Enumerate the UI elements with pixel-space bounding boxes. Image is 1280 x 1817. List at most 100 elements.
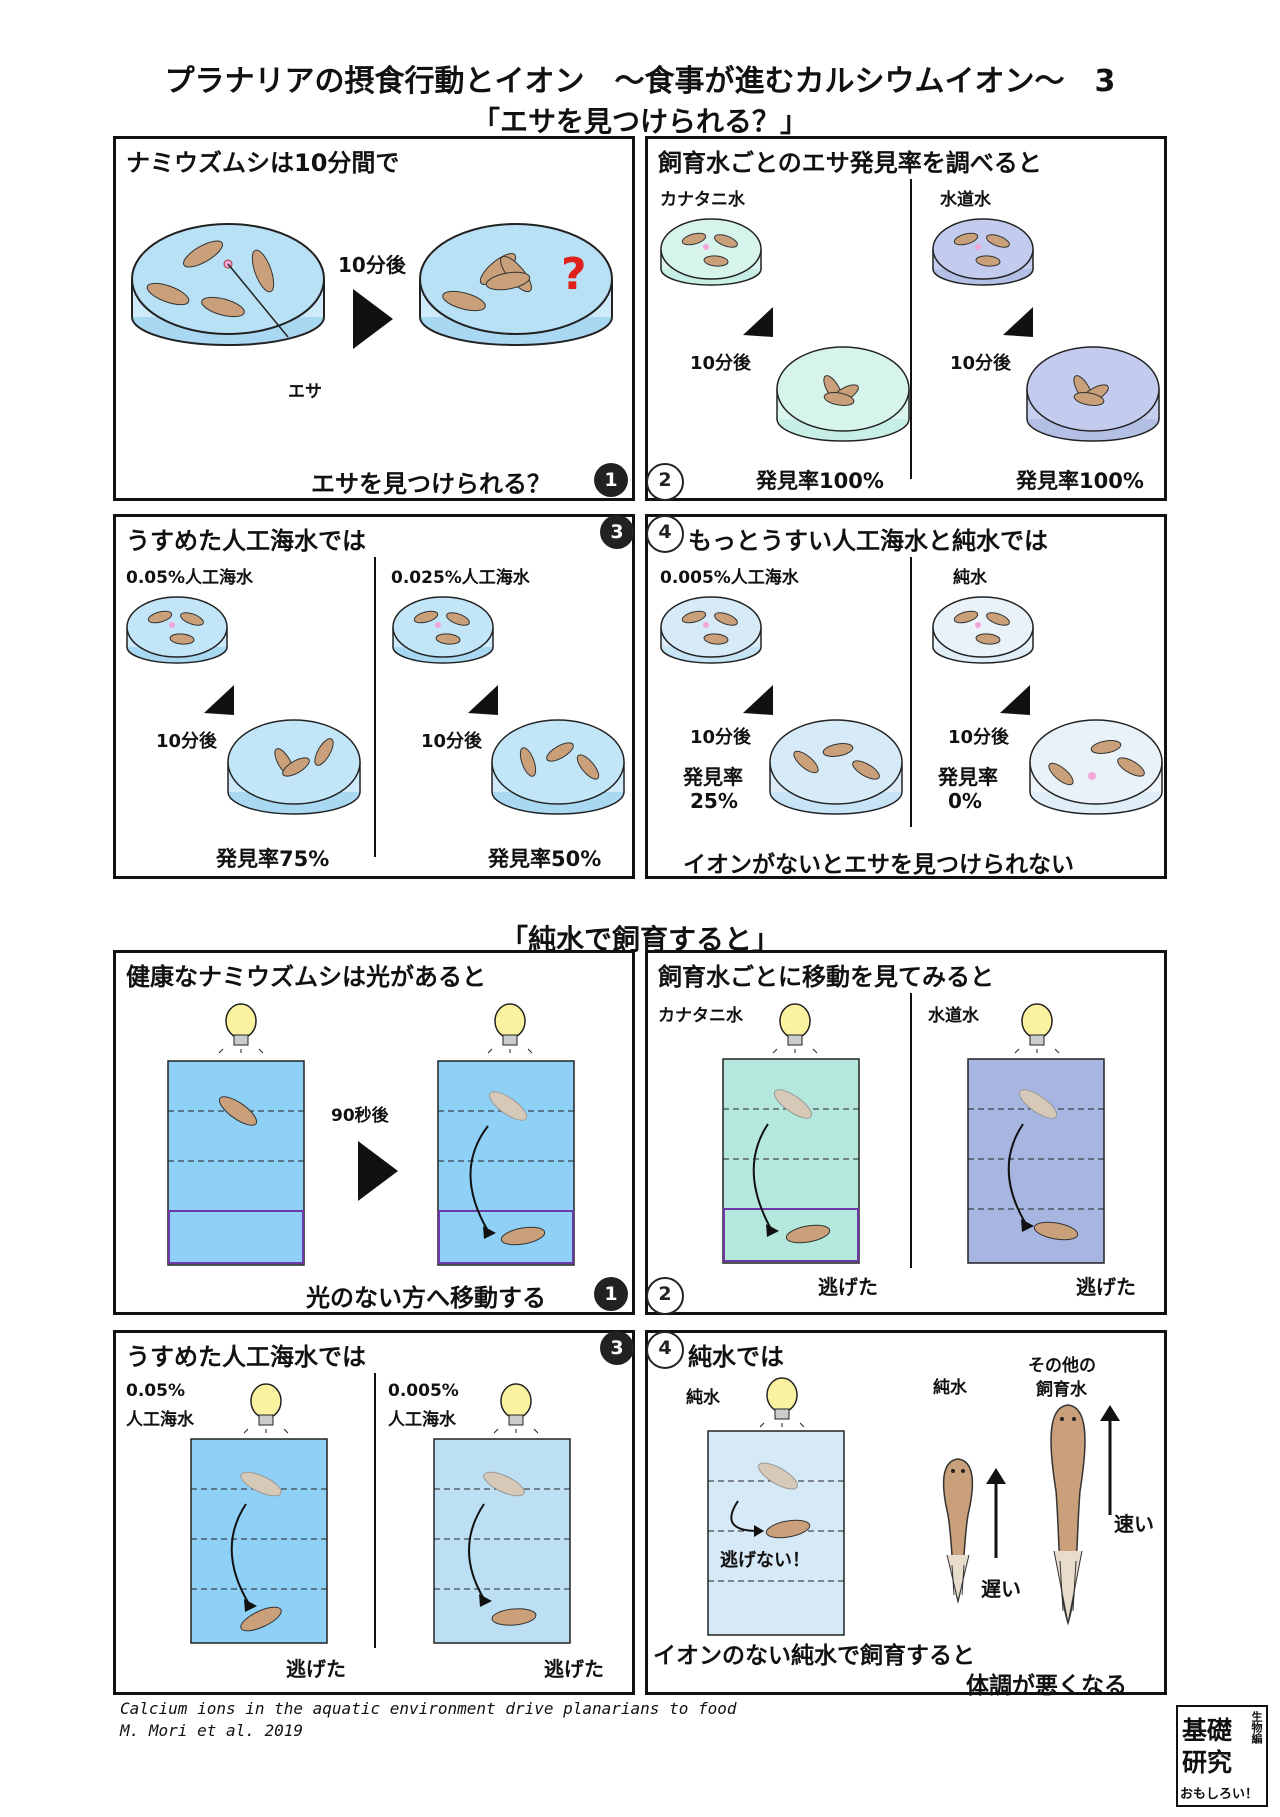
tank-pure-water [707,1430,845,1636]
lightbulb-icon [243,1383,289,1434]
lightbulb-icon [487,1003,533,1054]
large-dish-right [1026,346,1160,442]
result-left: 逃げた [818,1275,878,1299]
fast-label: 速い [1114,1512,1154,1536]
dish-before [131,223,325,346]
arrow-right-icon [353,289,393,349]
tank-left [722,1058,860,1264]
panel-number: 4 [646,1331,684,1369]
arrow-left-icon [468,685,498,715]
worm-fast [1050,1404,1086,1626]
result-right: 逃げた [1076,1275,1136,1299]
lightbulb-icon [493,1383,539,1434]
panel-header: 飼育水ごとに移動を見てみると [658,963,994,991]
panel-header: 飼育水ごとのエサ発見率を調べると [658,149,1042,177]
fast-water-label-2: 飼育水 [1036,1380,1087,1400]
water-label-right-2: 人工海水 [388,1410,456,1430]
dish-after [419,223,613,346]
panel-find-rate-water: 飼育水ごとのエサ発見率を調べると 2 カナタニ水 10分後 発見率100% 水道… [645,136,1167,501]
water-label-left: 純水 [686,1388,720,1408]
water-label-left-2: 人工海水 [126,1410,194,1430]
small-dish-right [932,218,1034,286]
logo-line-2: 研究 [1182,1748,1233,1777]
water-label-left: カナタニ水 [660,190,745,210]
panel-caption-2: 体調が悪くなる [966,1673,1127,1699]
panel-number: 3 [600,1331,634,1365]
water-label-right-1: 0.005% [388,1381,459,1401]
time-label-left: 10分後 [156,731,218,752]
tank-right [433,1438,571,1644]
tank-left [190,1438,328,1644]
panel-light-avoidance: 健康なナミウズムシは光があると 90秒後 光のない方へ移動する 1 [113,950,635,1315]
panel-pure-water-food: 4 もっとうすい人工海水と純水では 0.005%人工海水 10分後 発見率 25… [645,514,1167,879]
panel-diluted-seawater: うすめた人工海水では 3 0.05%人工海水 10分後 発見率75% 0.025… [113,514,635,879]
time-label-right: 10分後 [421,731,483,752]
water-label-left-1: 0.05% [126,1381,185,1401]
tank-right [967,1058,1105,1264]
small-dish-left [660,596,762,664]
large-dish-left [776,346,910,442]
panel-number: 4 [646,515,684,553]
rate-right: 発見率100% [1016,469,1144,493]
panel-movement-water: 飼育水ごとに移動を見てみると 2 カナタニ水 逃げた 水道水 逃げた [645,950,1167,1315]
arrow-up-icon [1100,1405,1120,1515]
time-label-left: 10分後 [690,727,752,748]
rate-label-right: 発見率 [938,765,998,789]
rate-left: 25% [690,789,738,813]
arrow-right-icon [358,1141,398,1201]
large-dish-left [769,719,903,815]
arrow-left-icon [1003,307,1033,337]
time-label: 90秒後 [331,1106,389,1126]
logo-side: 生物編 [1250,1711,1263,1744]
divider [374,1373,376,1648]
tank-before [167,1060,305,1266]
water-label-right: 水道水 [928,1006,979,1026]
lightbulb-icon [759,1377,805,1428]
lightbulb-icon [218,1003,264,1054]
small-dish-left [660,218,762,286]
small-dish-right [932,596,1034,664]
food-label: エサ [288,382,322,402]
panel-header: もっとうすい人工海水と純水では [688,527,1048,555]
panel-pure-water-move: 4 純水では 純水 逃げない！ 純水 遅い その他の 飼育水 速い イオンのない… [645,1330,1167,1699]
arrow-left-icon [743,307,773,337]
panel-number: 1 [594,1277,628,1311]
water-label-left: カナタニ水 [658,1006,743,1026]
question-mark: ? [561,249,587,300]
section1-heading: 「エサを見つけられる？」 [471,105,808,138]
time-label-left: 10分後 [690,353,752,374]
page-title: プラナリアの摂食行動とイオン ～食事が進むカルシウムイオン～ 3 [164,64,1116,99]
time-label: 10分後 [338,253,406,277]
worm-slow [942,1458,974,1604]
water-label-left: 0.005%人工海水 [660,568,799,588]
large-dish-right [1029,719,1163,815]
logo-line-1: 基礎 [1182,1716,1233,1745]
logo: 基礎 研究 生物編 おもしろい！ [1176,1705,1268,1807]
rate-label-left: 発見率 [683,765,743,789]
slow-water-label: 純水 [933,1378,967,1398]
rate-left: 発見率75% [216,847,330,871]
small-dish-right [392,596,494,664]
panel-find-food-intro: ナミウズムシは10分間で エサ 10分後 ? エサを見つけられる？ 1 [113,136,635,501]
logo-sub: おもしろい！ [1180,1787,1259,1802]
time-label-right: 10分後 [948,727,1010,748]
fast-water-label-1: その他の [1028,1356,1096,1376]
panel-caption: エサを見つけられる？ [311,470,551,498]
divider [910,179,912,479]
panel-diluted-seawater-move: うすめた人工海水では 3 0.05% 人工海水 逃げた 0.005% 人工海水 … [113,1330,635,1695]
panel-number: 2 [646,1277,684,1315]
tank-after [437,1060,575,1266]
water-label-right: 純水 [953,568,987,588]
divider [910,993,912,1268]
small-dish-left [126,596,228,664]
panel-header: うすめた人工海水では [126,527,366,555]
citation-authors: M. Mori et al. 2019 [120,1721,304,1740]
panel-caption-1: イオンのない純水で飼育すると [653,1643,975,1669]
large-dish-right [491,719,625,815]
panel-header: 健康なナミウズムシは光があると [126,963,486,991]
citation-title: Calcium ions in the aquatic environment … [120,1699,737,1718]
panel-header: うすめた人工海水では [126,1343,366,1371]
water-label-left: 0.05%人工海水 [126,568,253,588]
large-dish-left [227,719,361,815]
time-label-right: 10分後 [950,353,1012,374]
